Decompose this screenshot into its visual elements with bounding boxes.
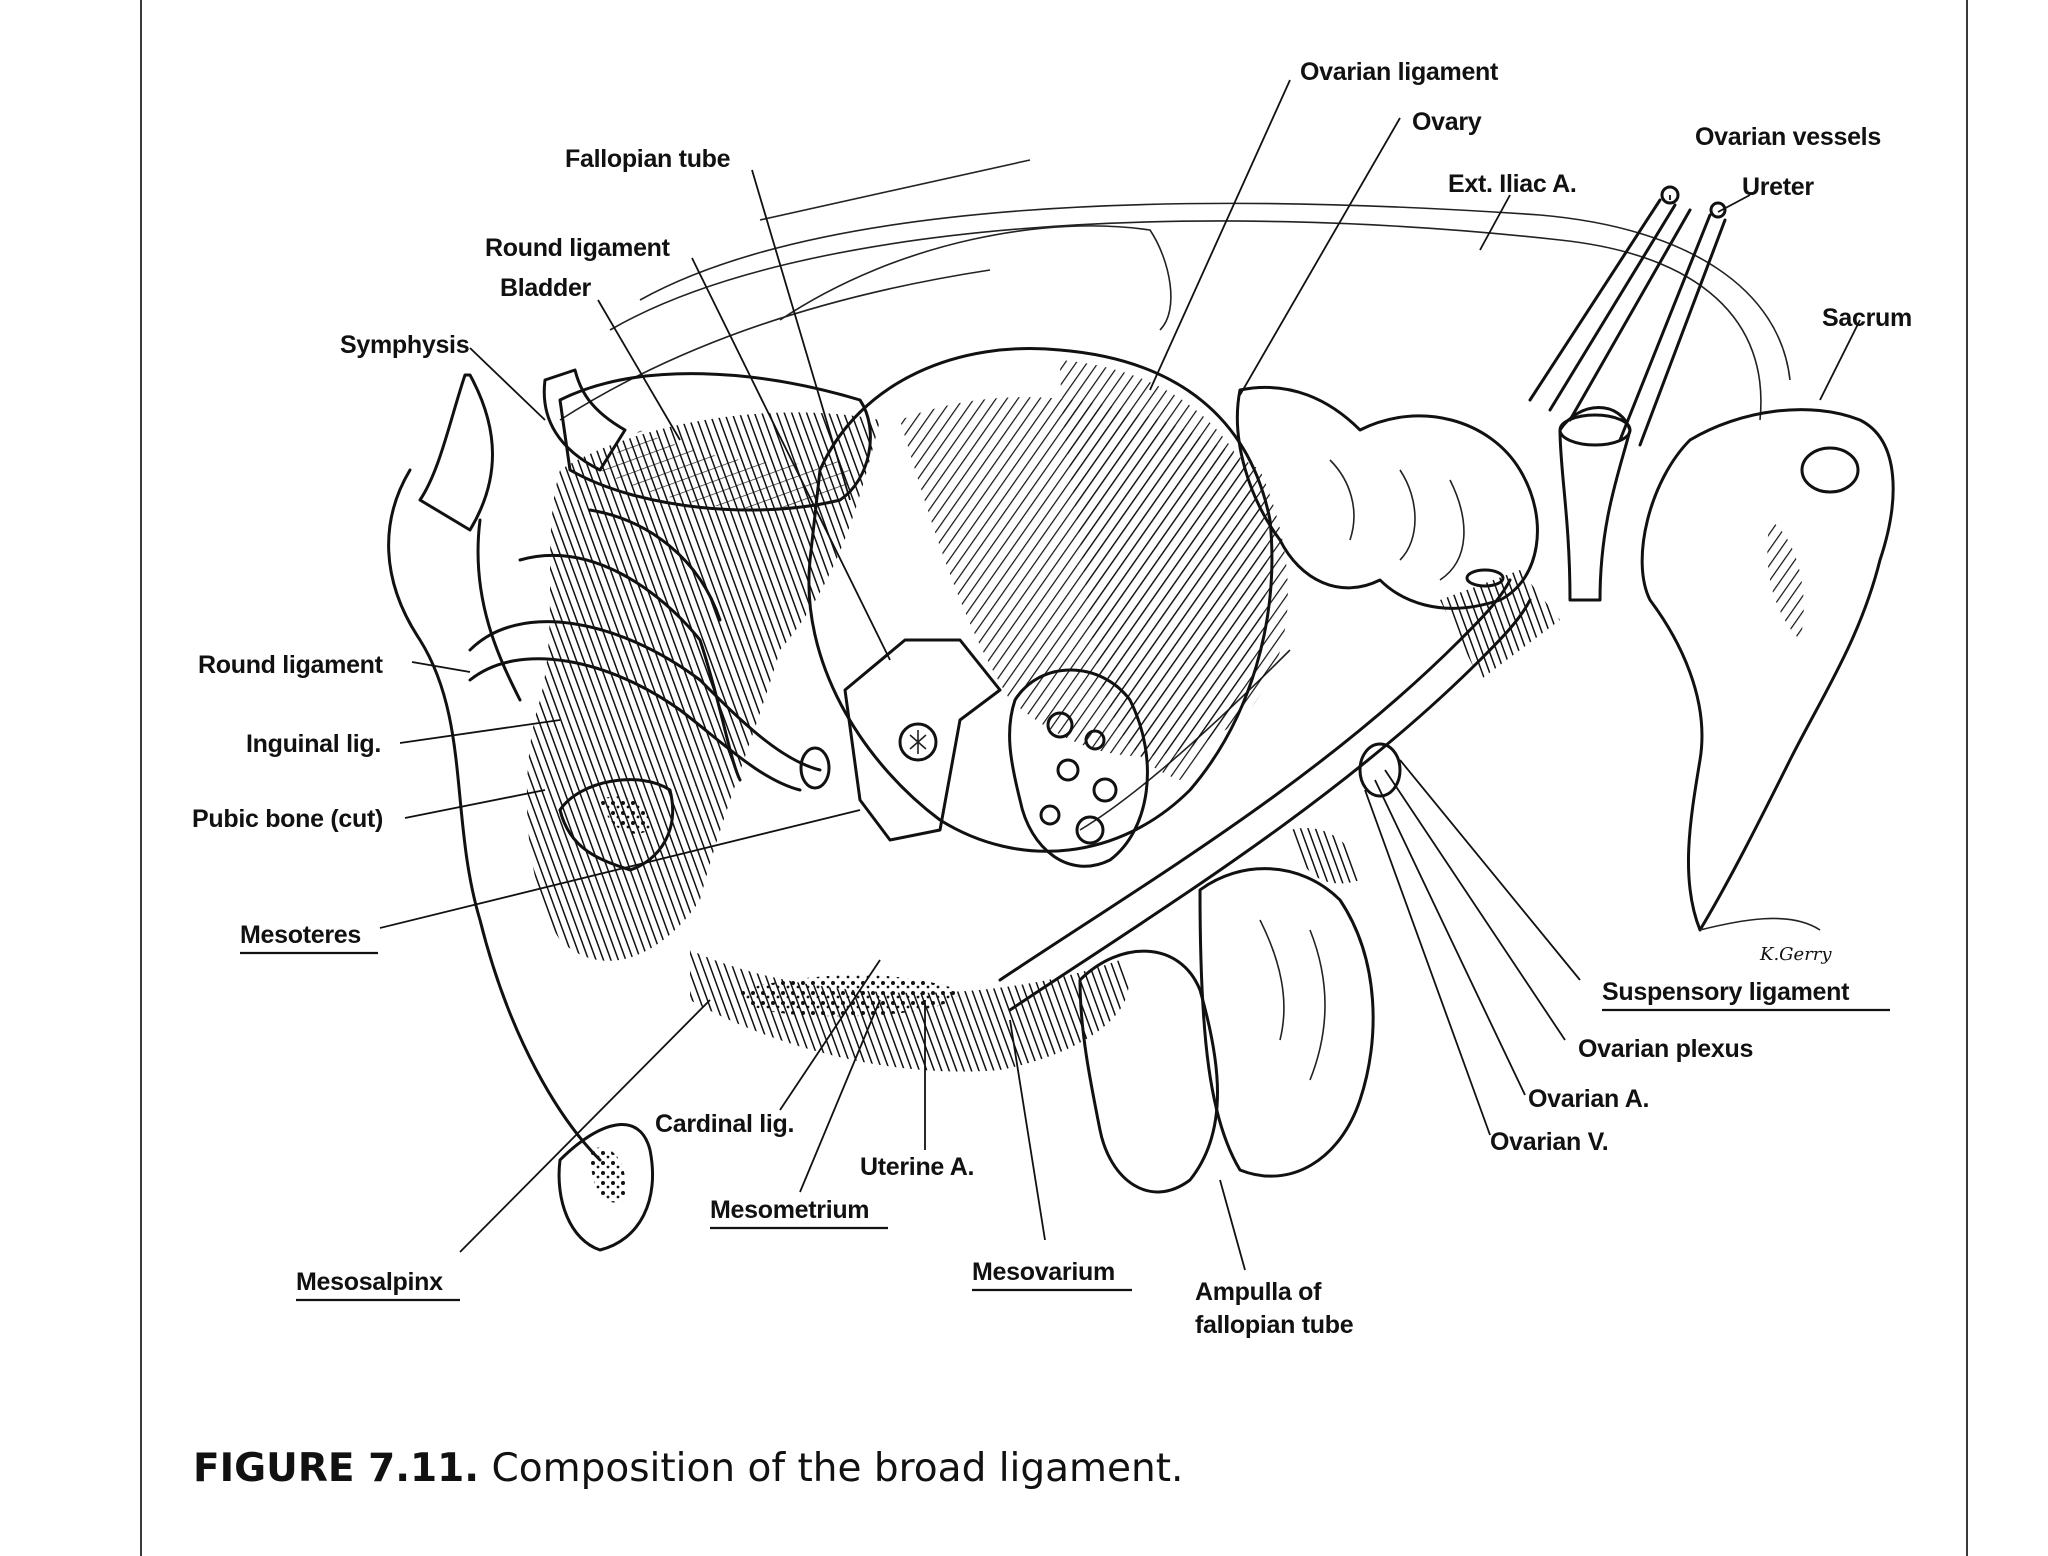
figure-frame bbox=[140, 0, 1968, 1556]
label-sacrum: Sacrum bbox=[1822, 304, 1912, 332]
label-mesosalpinx: Mesosalpinx bbox=[296, 1268, 443, 1296]
label-pubic-bone-cut: Pubic bone (cut) bbox=[192, 805, 383, 833]
label-ovarian-vessels: Ovarian vessels bbox=[1695, 123, 1881, 151]
figure-caption: FIGURE 7.11. Composition of the broad li… bbox=[193, 1446, 1183, 1491]
label-mesometrium: Mesometrium bbox=[710, 1196, 869, 1224]
label-mesoteres: Mesoteres bbox=[240, 921, 361, 949]
symphysis-bone bbox=[387, 368, 627, 1162]
uterus-cut-section bbox=[799, 638, 1002, 842]
label-ovarian-plexus: Ovarian plexus bbox=[1578, 1035, 1753, 1063]
label-cardinal-lig: Cardinal lig. bbox=[655, 1110, 794, 1138]
label-ovarian-v: Ovarian V. bbox=[1490, 1128, 1608, 1156]
label-fallopian-tube: Fallopian tube bbox=[565, 145, 731, 173]
label-ovary: Ovary bbox=[1412, 108, 1482, 136]
label-round-ligament-top: Round ligament bbox=[485, 234, 671, 262]
pubic-bone-cut bbox=[557, 778, 675, 1252]
ovarian-vessels-and-ureter bbox=[1528, 185, 1727, 602]
sacrum-bone bbox=[1640, 408, 1895, 932]
label-uterine-a: Uterine A. bbox=[860, 1153, 974, 1181]
label-inguinal-lig: Inguinal lig. bbox=[246, 730, 381, 758]
diagram-labels: Ovarian ligament Ovary Ovarian vessels F… bbox=[192, 58, 1912, 1339]
uterus-body bbox=[807, 347, 1274, 853]
round-ligament-band bbox=[468, 508, 822, 792]
ampulla-fallopian-tube bbox=[1078, 828, 1375, 1194]
label-ovarian-ligament: Ovarian ligament bbox=[1300, 58, 1499, 86]
pelvic-outline-lines bbox=[559, 159, 1791, 831]
label-round-ligament-left: Round ligament bbox=[198, 651, 384, 679]
label-ampulla-line1: Ampulla of bbox=[1195, 1278, 1322, 1306]
artist-signature: K.Gerry bbox=[1759, 944, 1832, 965]
label-bladder: Bladder bbox=[500, 274, 592, 302]
ovary-cross-section bbox=[1008, 668, 1149, 868]
label-mesovarium: Mesovarium bbox=[972, 1258, 1115, 1286]
vessel-bundle bbox=[998, 568, 1560, 1012]
label-ureter: Ureter bbox=[1742, 173, 1814, 201]
leader-lines bbox=[379, 79, 1861, 1271]
label-symphysis: Symphysis bbox=[340, 331, 469, 359]
caption-text: Composition of the broad ligament. bbox=[491, 1446, 1184, 1491]
label-ovarian-a: Ovarian A. bbox=[1528, 1085, 1649, 1113]
mesometrium-base bbox=[740, 975, 960, 1017]
label-suspensory-ligament: Suspensory ligament bbox=[1602, 978, 1850, 1006]
label-ext-iliac-a: Ext. Iliac A. bbox=[1448, 170, 1577, 198]
label-ampulla-line2: fallopian tube bbox=[1195, 1311, 1354, 1339]
caption-number: FIGURE 7.11. bbox=[193, 1446, 480, 1491]
